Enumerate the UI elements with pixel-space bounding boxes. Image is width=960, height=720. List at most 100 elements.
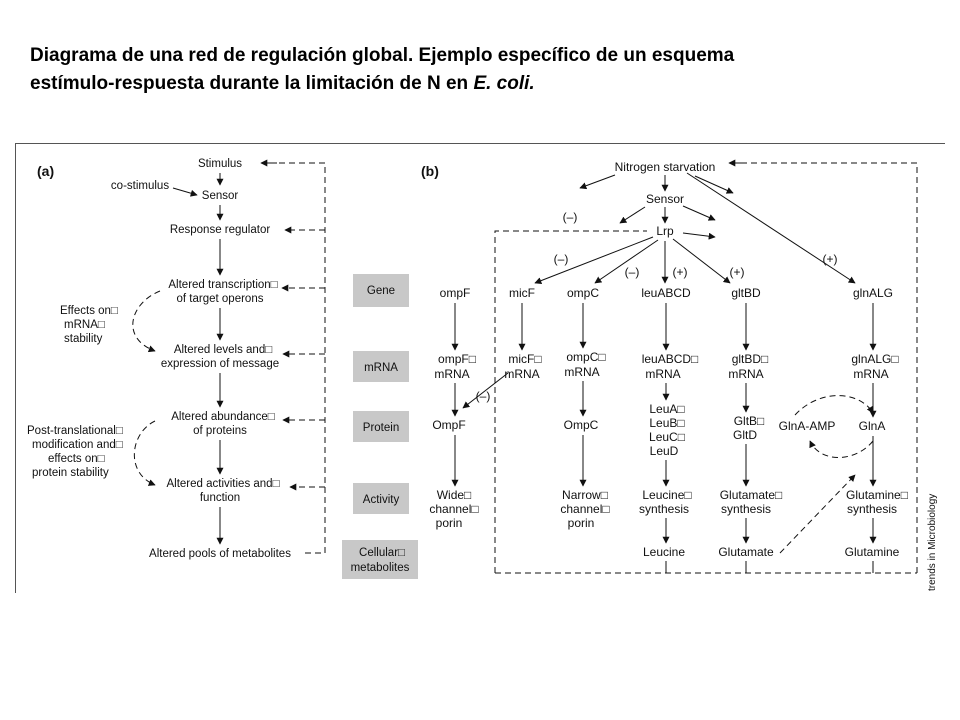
mrna-micF-2: mRNA [504, 367, 539, 381]
sign-micF: (–) [554, 252, 569, 266]
sign-leuABCD: (+) [673, 265, 688, 279]
activity-glutamine-2: synthesis [847, 502, 897, 516]
arrow-ns-right [694, 175, 734, 194]
node-altered-abundance-2: of proteins [193, 425, 247, 437]
arrow-costimulus-sensor [172, 187, 198, 197]
mrna-gltBD-2: mRNA [728, 367, 763, 381]
gene-glnALG: glnALG [853, 286, 893, 300]
panel-b-dashed [494, 159, 918, 574]
level-protein: Protein [363, 422, 399, 434]
mrna-ompF-2: mRNA [434, 367, 469, 381]
panel-b-metabolites: Leucine Glutamate Glutamine [643, 545, 900, 559]
node-altered-activities-2: function [200, 492, 240, 504]
mrna-ompF-1: ompF□ [438, 352, 476, 366]
activity-leucine-2: synthesis [639, 502, 689, 516]
dashed-gln-cycle-top [794, 395, 874, 416]
node-altered-levels-2: expression of message [161, 358, 279, 370]
node-altered-transcription-1: Altered transcription□ [168, 279, 277, 291]
title-line-2: estímulo-respuesta durante la limitación… [30, 73, 474, 94]
panel-a-label: (a) [37, 163, 54, 179]
sign-lrp-feedback: (–) [563, 210, 578, 224]
panel-b-arrows [451, 172, 877, 544]
node-altered-pools: Altered pools of metabolites [149, 548, 291, 560]
arrow-sensor-left [619, 206, 646, 224]
node-altered-abundance-1: Altered abundance□ [171, 411, 275, 423]
arrow-lrp-ompC [594, 239, 659, 284]
sign-ompC: (–) [625, 265, 640, 279]
slide-title: Diagrama de una red de regulación global… [30, 42, 940, 98]
feedback-loop-line [265, 162, 326, 554]
curve-post-translational [133, 420, 156, 486]
title-organism: E. coli. [473, 73, 535, 94]
level-activity-box [353, 483, 409, 514]
protein-ompC: OmpC [564, 418, 599, 432]
panel-b-sensor: Sensor [646, 192, 684, 206]
title-line-1: Diagrama de una red de regulación global… [30, 45, 735, 66]
gene-gltBD: gltBD [731, 286, 761, 300]
panel-b-top: Nitrogen starvation Sensor Lrp (–) (–) (… [476, 160, 838, 403]
node-co-stimulus: co-stimulus [111, 180, 169, 192]
gene-micF: micF [509, 286, 535, 300]
mrna-glnALG-2: mRNA [853, 367, 888, 381]
note-post-translational-4: protein stability [32, 467, 109, 479]
activity-narrow-1: Narrow□ [562, 488, 608, 502]
protein-leuC: LeuC□ [649, 430, 685, 444]
figure-svg: (a) Stimulus co-stimulus Sensor Response… [15, 143, 945, 593]
protein-glnA-amp: GlnA-AMP [779, 419, 836, 433]
mrna-ompC-2: mRNA [564, 365, 599, 379]
activity-glutamine-1: Glutamine□ [846, 488, 908, 502]
note-post-translational-1: Post-translational□ [27, 425, 123, 437]
mrna-ompC-1: ompC□ [566, 350, 605, 364]
arrow-lrp-gltBD [672, 238, 731, 284]
activity-leucine-1: Leucine□ [642, 488, 691, 502]
node-response-regulator: Response regulator [170, 224, 271, 236]
level-metabolites-2: metabolites [351, 562, 410, 574]
level-boxes: Gene mRNA Protein Activity Cellular□ met… [342, 274, 418, 579]
level-mrna-box [353, 351, 409, 382]
note-post-translational-3: effects on□ [48, 453, 105, 465]
level-activity: Activity [363, 494, 400, 506]
node-altered-levels-1: Altered levels and□ [174, 344, 272, 356]
dashed-gln-cycle-bottom [809, 440, 874, 458]
curve-mrna-stability [132, 290, 161, 353]
mrna-glnALG-1: glnALG□ [851, 352, 898, 366]
mrna-gltBD-1: gltBD□ [732, 352, 769, 366]
panel-b-proteins: OmpF OmpC LeuA□ LeuB□ LeuC□ LeuD GltB□ G… [432, 402, 885, 458]
arrow-lrp-right [682, 232, 716, 240]
panel-b-activities: Wide□ channel□ porin Narrow□ channel□ po… [429, 488, 908, 530]
panel-b-label: (b) [421, 163, 439, 179]
protein-leuB: LeuB□ [649, 416, 684, 430]
activity-wide-3: porin [436, 516, 463, 530]
gene-ompF: ompF [440, 286, 471, 300]
level-gene: Gene [367, 285, 395, 297]
note-post-translational-2: modification and□ [32, 439, 123, 451]
arrow-ns-left [579, 174, 616, 190]
watermark: trends in Microbiology [927, 494, 938, 591]
mrna-micF-1: micF□ [508, 352, 541, 366]
note-mrna-stability-2: mRNA□ [64, 319, 105, 331]
node-sensor: Sensor [202, 190, 239, 202]
panel-a-nodes: Stimulus co-stimulus Sensor Response reg… [111, 158, 291, 560]
dashed-glutamate-to-glnA [779, 474, 856, 554]
dashed-outer-loop [494, 230, 647, 573]
node-stimulus: Stimulus [198, 158, 242, 170]
protein-leuD: LeuD [650, 444, 679, 458]
level-protein-box [353, 411, 409, 442]
protein-glnA: GlnA [859, 419, 886, 433]
note-mrna-stability-3: stability [64, 333, 103, 345]
protein-leuA: LeuA□ [649, 402, 684, 416]
activity-wide-1: Wide□ [437, 488, 472, 502]
arrow-micF-mrna-ompF [462, 372, 509, 409]
activity-glutamate-1: Glutamate□ [720, 488, 783, 502]
gene-ompC: ompC [567, 286, 599, 300]
panel-b-genes: ompF micF ompC leuABCD gltBD glnALG [440, 286, 893, 300]
lrp: Lrp [656, 224, 674, 238]
arrow-ns-glnALG [686, 172, 856, 284]
activity-narrow-2: channel□ [560, 502, 609, 516]
panel-a-feedback-dashed [132, 159, 326, 554]
note-mrna-stability-1: Effects on□ [60, 305, 118, 317]
panel-a-arrows [172, 173, 224, 545]
nitrogen-starvation: Nitrogen starvation [615, 160, 716, 174]
level-mrna: mRNA [364, 362, 398, 374]
sign-gltBD: (+) [730, 265, 745, 279]
